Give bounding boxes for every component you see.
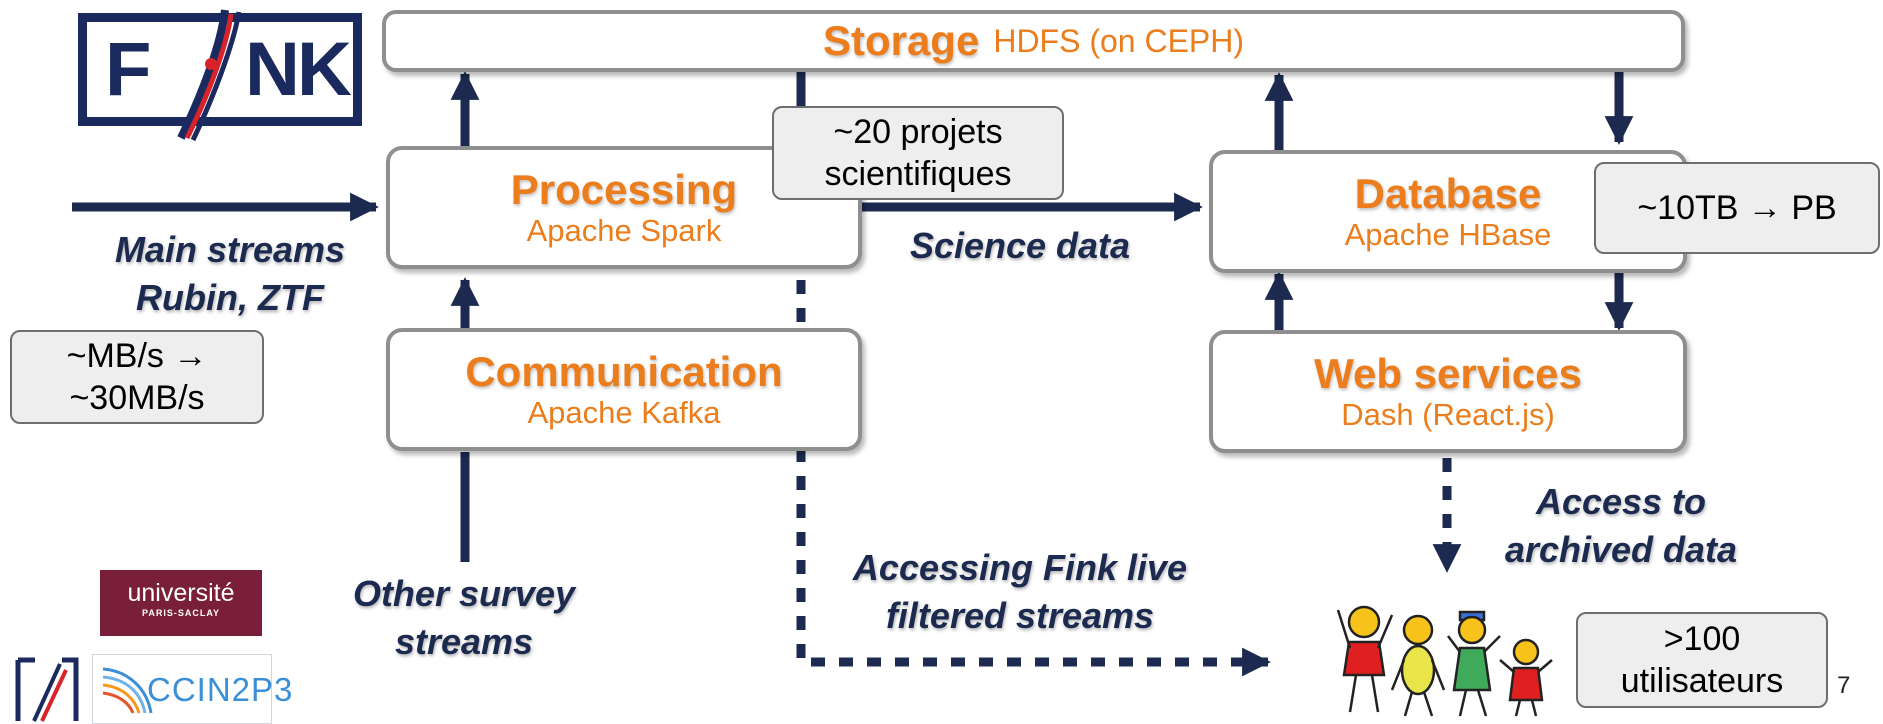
- processing-subtitle: Apache Spark: [526, 212, 722, 248]
- other-survey-label: Other survey streams: [326, 570, 602, 666]
- users-note-line2: utilisateurs: [1620, 662, 1784, 700]
- web-services-subtitle: Dash (React.js): [1341, 396, 1555, 432]
- users-illustration-icon: [1336, 605, 1553, 717]
- projects-note-line1: ~20 projets: [833, 113, 1003, 151]
- database-subtitle: Apache HBase: [1344, 216, 1552, 252]
- processing-title: Processing: [510, 165, 738, 213]
- volume-note-text: ~10TB → PB: [1637, 189, 1837, 227]
- archived-line2: archived data: [1504, 529, 1738, 570]
- users-note-line1: >100: [1663, 620, 1741, 658]
- page-number: 7: [1837, 672, 1851, 699]
- projects-note-line2: scientifiques: [824, 155, 1012, 193]
- fink-logo: F N K: [78, 9, 362, 142]
- web-services-box: Web services Dash (React.js): [1209, 330, 1687, 453]
- ccin2p3-logo: CCIN2P3: [92, 654, 292, 724]
- universite-logo-line1: université: [127, 579, 235, 607]
- archived-line1: Access to: [1535, 481, 1707, 522]
- ccin2p3-logo-text: CCIN2P3: [147, 671, 294, 708]
- communication-title: Communication: [465, 347, 783, 395]
- archived-label: Access to archived data: [1476, 478, 1766, 574]
- rate-note-line1: ~MB/s →: [66, 337, 208, 375]
- storage-subtitle: HDFS (on CEPH): [993, 22, 1245, 59]
- science-data-text: Science data: [909, 225, 1131, 266]
- storage-title: Storage: [822, 16, 980, 64]
- storage-box: Storage HDFS (on CEPH): [382, 10, 1685, 72]
- volume-note: ~10TB → PB: [1594, 162, 1880, 254]
- universite-paris-saclay-logo: université PARIS-SACLAY: [100, 570, 262, 636]
- other-survey-line2: streams: [394, 621, 534, 662]
- fink-logo-letter-n: N: [245, 27, 300, 112]
- science-data-label: Science data: [890, 222, 1150, 270]
- ccin2p3-swoosh-icon: [102, 667, 153, 714]
- live-streams-label: Accessing Fink live filtered streams: [830, 544, 1210, 640]
- rate-note-line2: ~30MB/s: [69, 379, 205, 417]
- other-survey-line1: Other survey: [352, 573, 576, 614]
- fink-logo-letter-f: F: [105, 27, 152, 112]
- live-streams-line1: Accessing Fink live: [852, 547, 1188, 588]
- users-note: >100 utilisateurs: [1576, 612, 1828, 708]
- rate-note: ~MB/s → ~30MB/s: [10, 330, 264, 424]
- communication-subtitle: Apache Kafka: [527, 394, 721, 430]
- universite-logo-line2: PARIS-SACLAY: [141, 608, 220, 618]
- main-streams-line2: Rubin, ZTF: [136, 277, 324, 318]
- web-services-title: Web services: [1314, 349, 1582, 397]
- projects-note: ~20 projets scientifiques: [772, 106, 1064, 200]
- fink-logo-letter-k: K: [297, 27, 352, 112]
- live-streams-line2: filtered streams: [885, 595, 1155, 636]
- fink-comet-icon: [177, 9, 242, 142]
- main-streams-label: Main streams Rubin, ZTF: [90, 226, 370, 322]
- main-streams-line1: Main streams: [114, 229, 346, 270]
- communication-box: Communication Apache Kafka: [386, 328, 862, 451]
- database-title: Database: [1354, 169, 1542, 217]
- fink-small-logo-icon: [15, 657, 79, 722]
